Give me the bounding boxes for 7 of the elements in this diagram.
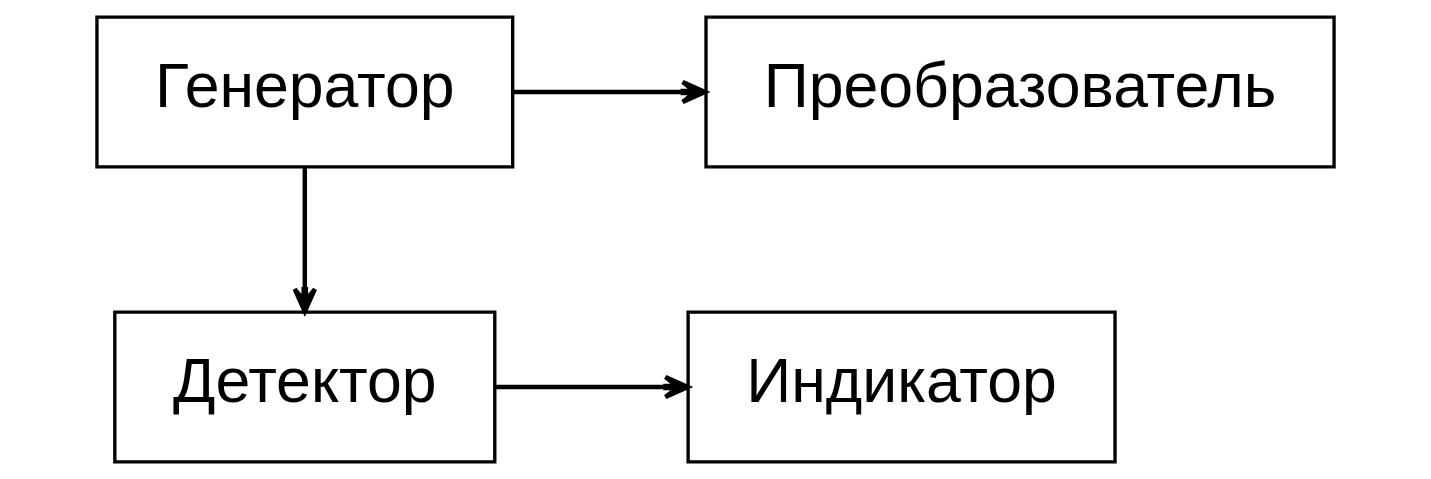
node-box: Детектор [113,310,497,464]
node-box: Индикатор [686,310,1117,464]
arrow [292,167,318,314]
arrow [494,374,691,400]
node-box: Преобразователь [704,15,1336,169]
arrow [512,79,708,105]
node-box: Генератор [95,15,515,169]
